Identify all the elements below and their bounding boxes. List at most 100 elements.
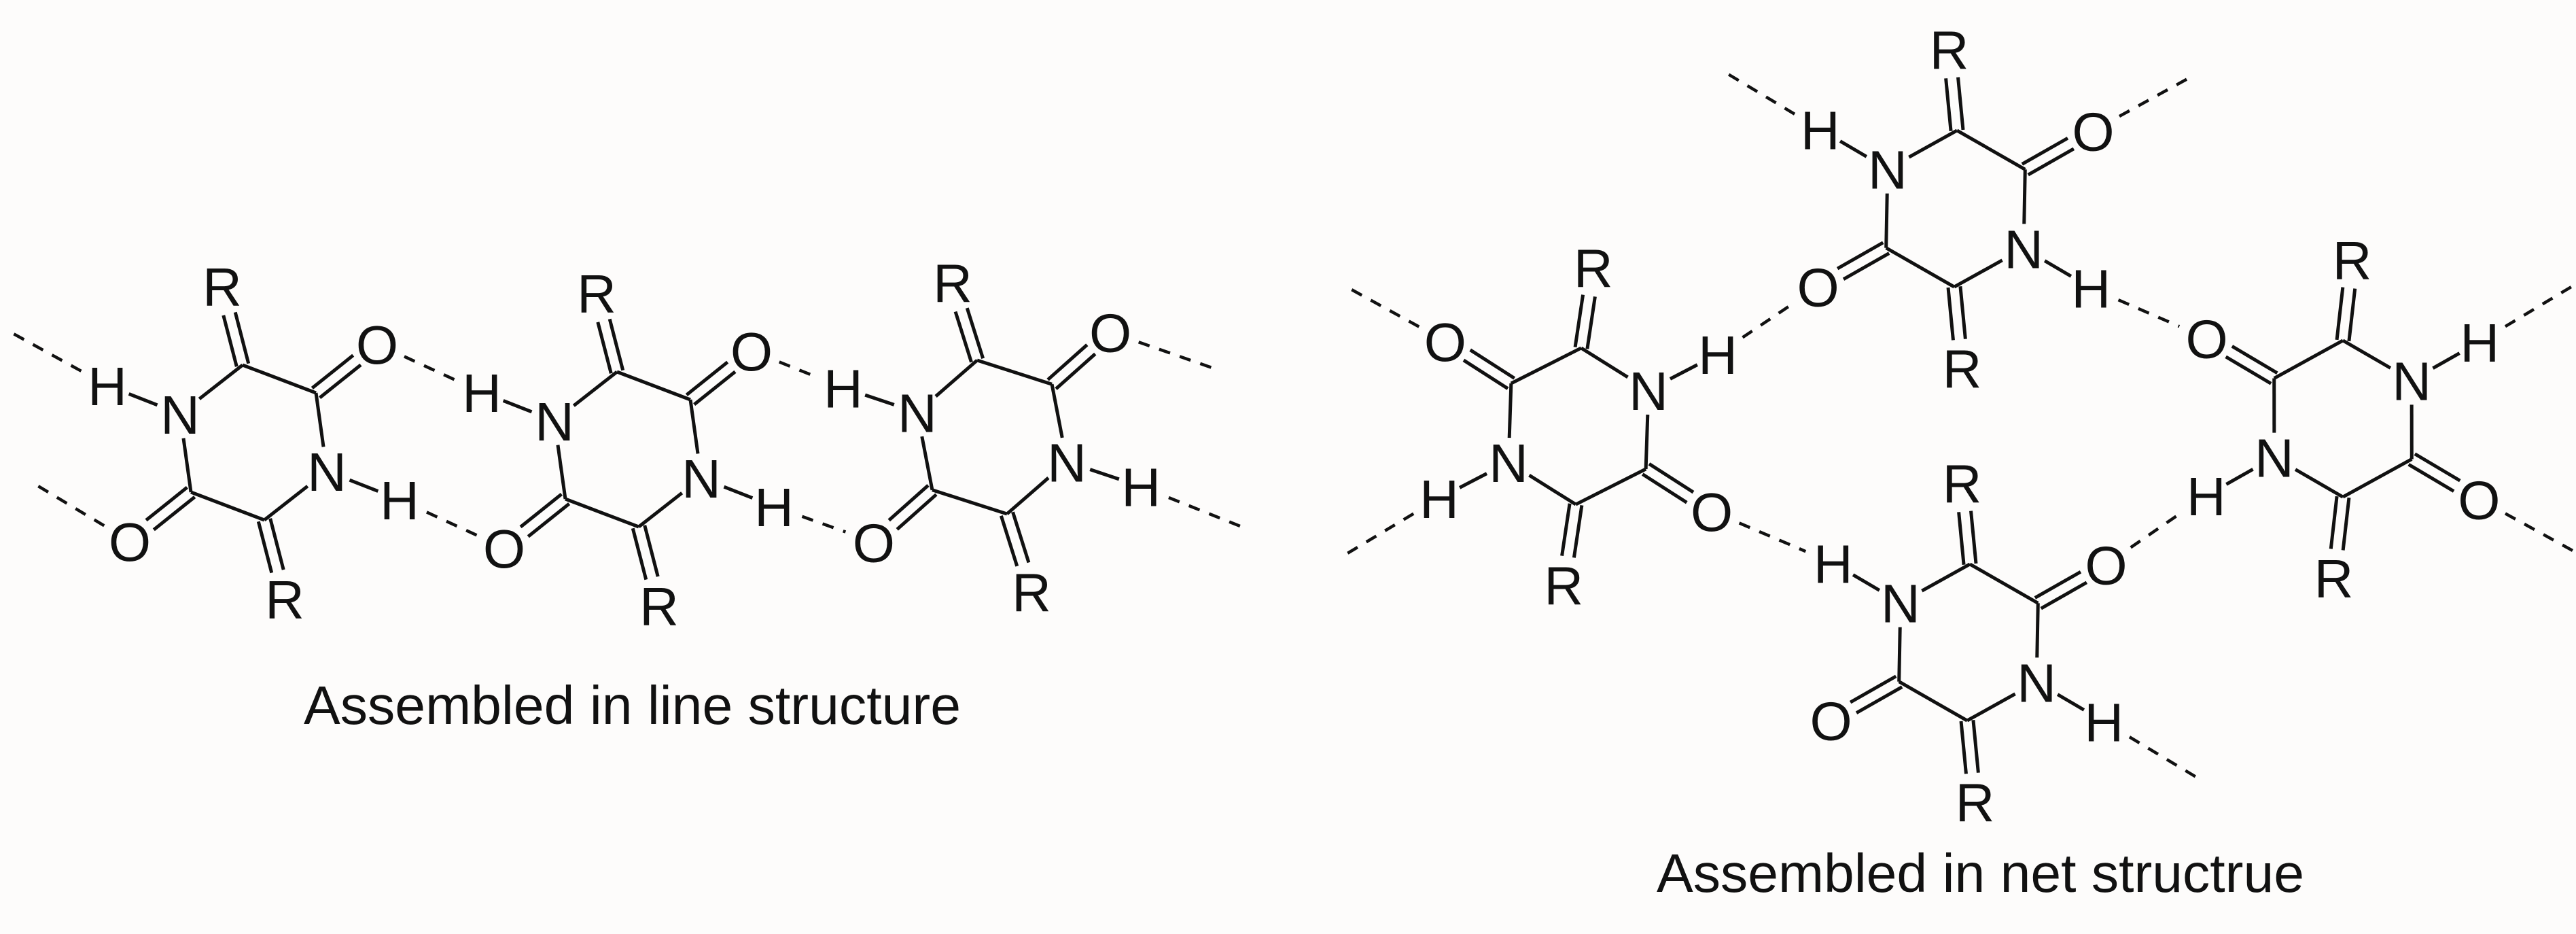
double-bond-line	[953, 311, 973, 363]
double-bond-line	[2021, 137, 2069, 166]
single-bond	[1644, 414, 1650, 470]
atom-label-o: O	[853, 513, 895, 573]
atom-label-r: R	[1943, 339, 1982, 399]
hydrogen-bond-dash	[778, 360, 816, 379]
atom-label-r: R	[577, 264, 616, 324]
atom-label-n: N	[682, 449, 721, 509]
single-bond	[2432, 351, 2460, 370]
single-bond	[976, 358, 1053, 386]
double-bond-line	[1849, 674, 1897, 704]
atom-label-h: H	[1121, 457, 1161, 518]
double-bond-line	[1585, 296, 1597, 349]
double-bond-line	[233, 311, 251, 364]
hydrogen-bond-dash	[1738, 521, 1807, 553]
double-bond-line	[319, 363, 362, 399]
double-bond-line	[2027, 147, 2075, 177]
single-bond	[1956, 128, 2026, 171]
double-bond-line	[519, 493, 563, 529]
atom-label-o: O	[1810, 691, 1852, 752]
atom-label-o: O	[730, 322, 773, 382]
atom-label-r: R	[1930, 20, 1969, 81]
atom-label-h: H	[1814, 534, 1853, 594]
single-bond	[572, 370, 618, 407]
single-bond	[723, 485, 754, 500]
single-bond	[1885, 246, 1956, 289]
double-bond-line	[527, 502, 571, 538]
atom-label-r: R	[202, 257, 242, 317]
atom-label-o: O	[1089, 303, 1131, 364]
atom-label-o: O	[2085, 535, 2127, 595]
single-bond	[1898, 680, 1969, 723]
double-bond-line	[1958, 286, 1967, 339]
double-bond-line	[1946, 287, 1955, 341]
hydrogen-bond-dash	[2504, 282, 2576, 328]
single-bond	[2342, 457, 2413, 499]
atom-label-o: O	[1691, 482, 1733, 542]
double-bond-line	[1462, 358, 1509, 390]
single-bond	[502, 399, 533, 414]
double-bond-line	[1836, 241, 1884, 271]
atom-label-n: N	[1489, 433, 1528, 494]
double-bond-line	[693, 370, 737, 406]
double-bond-line	[631, 527, 648, 581]
atom-label-o: O	[109, 512, 151, 572]
atom-label-r: R	[933, 254, 972, 314]
double-bond-line	[2414, 452, 2461, 483]
atom-label-h: H	[2187, 466, 2226, 527]
hydrogen-bond-dash	[2118, 73, 2195, 118]
double-bond-line	[1560, 503, 1572, 557]
atom-label-h: H	[2460, 313, 2499, 373]
single-bond	[2342, 339, 2392, 370]
double-bond-line	[1055, 352, 1097, 390]
single-bond	[1089, 468, 1120, 481]
atom-label-h: H	[2084, 693, 2123, 753]
hydrogen-bond-dash	[2504, 512, 2576, 555]
atom-label-n: N	[535, 392, 574, 452]
double-bond-line	[1956, 77, 1965, 131]
single-bond	[1510, 346, 1583, 385]
hydrogen-bond-dash	[30, 480, 105, 527]
hydrogen-bond-dash	[801, 515, 847, 534]
atom-label-n: N	[898, 383, 937, 444]
double-bond-line	[2040, 581, 2088, 610]
double-bond-line	[222, 315, 239, 367]
atom-label-n: N	[2255, 428, 2294, 489]
single-bond	[1669, 363, 1699, 381]
hydrogen-bond-dash	[2128, 736, 2204, 782]
atom-label-h: H	[462, 363, 501, 423]
single-bond	[556, 445, 567, 500]
line-structure-caption: Assembled in line structure	[304, 675, 961, 736]
single-bond	[1953, 258, 2003, 289]
double-bond-line	[607, 318, 625, 371]
hydrogen-bond-dash	[5, 328, 82, 373]
atom-label-o: O	[356, 315, 398, 375]
single-bond	[1839, 139, 1868, 158]
single-bond	[2294, 468, 2344, 499]
double-bond-line	[2347, 288, 2357, 342]
atom-label-n: N	[2392, 351, 2431, 411]
atom-label-n: N	[2017, 653, 2056, 713]
double-bond-line	[2407, 463, 2455, 493]
single-bond	[1897, 627, 1902, 682]
single-bond	[934, 359, 978, 398]
double-bond-line	[685, 360, 729, 396]
hydrogen-bond-dash	[1720, 69, 1796, 116]
single-bond	[1050, 383, 1064, 438]
atom-label-h: H	[1698, 325, 1737, 385]
atom-label-r: R	[639, 576, 679, 637]
double-bond-line	[1046, 343, 1089, 381]
atom-label-r: R	[1956, 772, 1995, 833]
atom-label-o: O	[2185, 309, 2227, 370]
atom-label-r: R	[1012, 562, 1051, 623]
double-bond-line	[145, 486, 188, 522]
double-bond-line	[1641, 472, 1688, 504]
atom-label-h: H	[824, 358, 863, 419]
double-bond-line	[2034, 570, 2082, 600]
atom-label-o: O	[1424, 312, 1466, 373]
double-bond-line	[1969, 511, 1978, 564]
double-bond-line	[1573, 294, 1585, 347]
